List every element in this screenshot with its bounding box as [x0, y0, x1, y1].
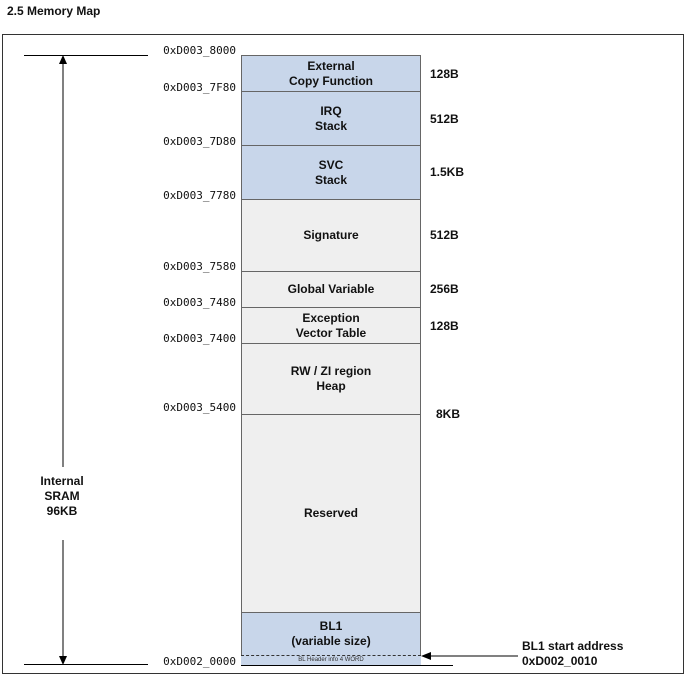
block-label: Exception Vector Table [295, 310, 367, 340]
block-external-copy-function: External Copy Function [241, 55, 421, 92]
size-label: 256B [430, 282, 459, 296]
block-irq-stack: IRQ Stack [241, 91, 421, 146]
address-label: 0xD003_7D80 [163, 135, 236, 148]
block-global-variable: Global Variable [241, 271, 421, 308]
address-label: 0xD003_7580 [163, 260, 236, 273]
size-label: 1.5KB [430, 165, 465, 179]
block-bl1: BL1 (variable size) [241, 612, 421, 656]
block-label: BL1 (variable size) [291, 619, 371, 648]
start-address-arrow [421, 652, 518, 660]
size-label: 128B [430, 67, 459, 81]
start-address-value: 0xD002_0010 [522, 654, 598, 668]
block-reserved: Reserved [241, 414, 421, 613]
section-title: 2.5 Memory Map [7, 4, 101, 18]
block-label: Signature [303, 228, 359, 242]
size-label: 8KB [436, 407, 461, 421]
size-arrow [59, 55, 67, 665]
block-rw-zi-heap: RW / ZI region Heap [241, 343, 421, 415]
address-label: 0xD002_0000 [163, 655, 236, 668]
block-label: External Copy Function [289, 58, 373, 88]
size-label: 512B [430, 112, 459, 126]
block-label: RW / ZI region Heap [290, 364, 372, 393]
bottom-boundary-line [24, 664, 148, 665]
top-boundary-line [24, 55, 148, 56]
block-svc-stack: SVC Stack [241, 145, 421, 200]
start-address-title: BL1 start address [522, 639, 624, 653]
base-line [241, 665, 453, 666]
bl1-start-address: BL1 start address 0xD002_0010 [522, 639, 623, 669]
address-label: 0xD003_7400 [163, 332, 236, 345]
block-signature: Signature [241, 199, 421, 272]
bl-header-info: BL Header info 4 WORD [241, 655, 421, 665]
block-label: Global Variable [287, 282, 375, 296]
address-label: 0xD003_8000 [163, 44, 236, 57]
block-label: IRQ Stack [314, 103, 348, 133]
address-label: 0xD003_7480 [163, 296, 236, 309]
internal-sram-label: Internal SRAM 96KB [28, 474, 96, 519]
block-label: Reserved [303, 506, 359, 520]
address-label: 0xD003_7F80 [163, 81, 236, 94]
size-label: 512B [430, 228, 459, 242]
size-label: 128B [430, 319, 459, 333]
address-label: 0xD003_5400 [163, 401, 236, 414]
block-label: SVC Stack [314, 157, 348, 187]
address-label: 0xD003_7780 [163, 189, 236, 202]
block-exception-vector-table: Exception Vector Table [241, 307, 421, 344]
